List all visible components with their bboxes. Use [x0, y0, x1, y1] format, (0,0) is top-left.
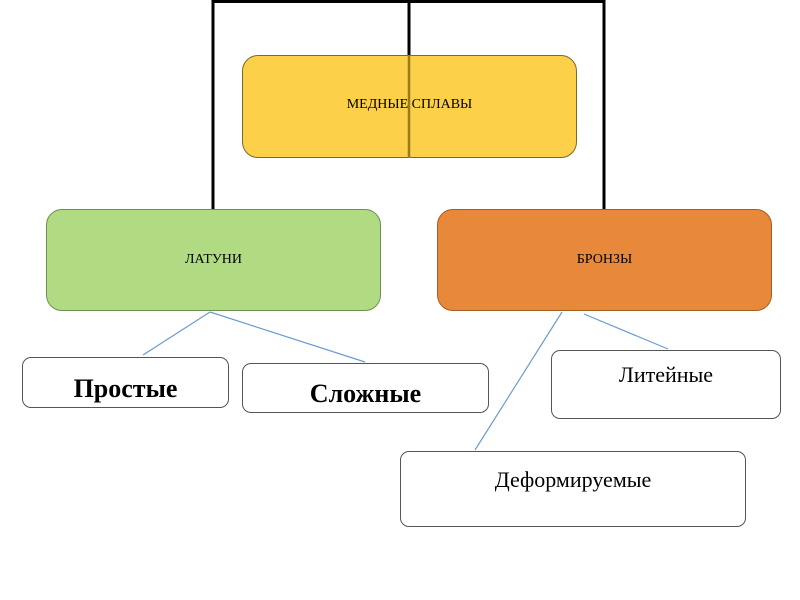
leaf-cast-label: Литейные [618, 361, 714, 387]
leaf-wrought: Деформируемые [400, 451, 746, 527]
node-brass: ЛАТУНИ [46, 209, 381, 311]
root-node-label: МЕДНЫЕ СПЛАВЫ [346, 96, 473, 112]
node-bronze-label: БРОНЗЫ [576, 252, 633, 267]
leaf-complex: Сложные [242, 363, 489, 413]
leaf-wrought-label: Деформируемые [494, 467, 652, 492]
leaf-complex-label: Сложные [309, 379, 422, 408]
brass-to-complex-line [209, 311, 366, 363]
bronze-to-cast-line [583, 313, 669, 350]
brass-to-simple-line [142, 311, 211, 356]
node-brass-label: ЛАТУНИ [184, 252, 243, 267]
leaf-cast: Литейные [551, 350, 781, 419]
node-bronze: БРОНЗЫ [437, 209, 772, 311]
leaf-simple: Простые [22, 357, 229, 408]
bronze-to-wrought-line [474, 311, 563, 451]
leaf-simple-label: Простые [73, 373, 178, 403]
